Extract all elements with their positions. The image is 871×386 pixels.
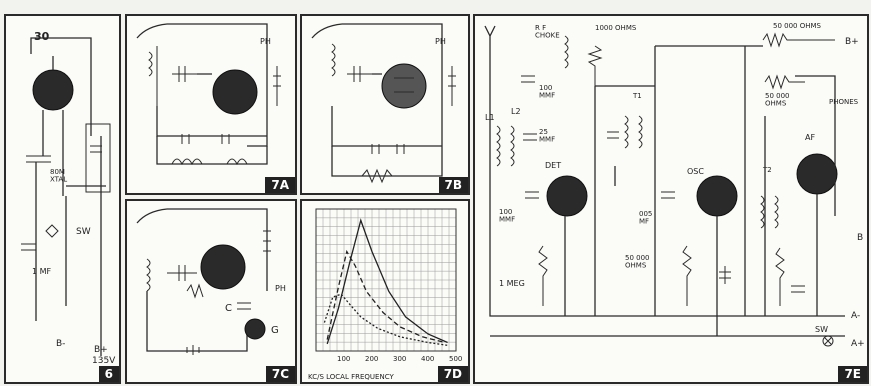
chart-series-line-1 (326, 218, 448, 345)
r1meg-label: 1 MEG (499, 279, 525, 288)
chart-x-tick-label: 400 (421, 355, 434, 363)
chart-frame (315, 208, 457, 352)
b-plus-label: B+ (845, 37, 859, 47)
a-plus-label: A+ (851, 339, 865, 349)
t2-label: T2 (762, 166, 772, 174)
phones-label: PHONES (829, 98, 859, 106)
figure-7a: PH 7A (125, 14, 297, 195)
t1-label: T1 (632, 92, 642, 100)
l1-label: L1 (485, 113, 495, 122)
antenna-symbol (484, 25, 496, 266)
chart-x-tick-label: 100 (337, 355, 350, 363)
figure-6-tag: 6 (98, 366, 119, 382)
fig7c-cap-label: C (225, 303, 232, 314)
fig7c-phones-label: PH (275, 284, 286, 293)
chart-series-line-2 (326, 249, 445, 344)
figure-7c: PH C G 7C (125, 199, 297, 384)
b-minus-label: B- (56, 339, 65, 349)
figure-7e-tag: 7E (838, 366, 867, 382)
chart-grid (315, 208, 457, 352)
figure-7b-schematic: PH (311, 23, 456, 184)
tube-30-label: 30 (34, 30, 50, 43)
fig7b-phones-label: PH (435, 37, 446, 46)
chart-x-axis-label: KC/S LOCAL FREQUENCY (308, 373, 394, 381)
sw-label: SW (815, 325, 828, 334)
figure-7a-schematic: PH (136, 23, 281, 166)
figure-7d-tag: 7D (437, 366, 468, 382)
tube-30-symbol (32, 69, 74, 111)
b-minus-label: B (857, 233, 863, 243)
r1000-label: 1000 OHMS (595, 24, 637, 32)
det-tube (546, 175, 588, 217)
chart-x-tick-label: 200 (365, 355, 378, 363)
figure-7a-tag: 7A (265, 177, 295, 193)
chart-x-ticks: 100 200 300 400 500 (337, 355, 462, 363)
figure-7c-tag: 7C (265, 366, 295, 382)
l2-label: L2 (511, 107, 521, 116)
chart-series-line-3 (323, 293, 448, 346)
fig7c-gauge (244, 318, 266, 340)
cap-1mf-label: 1 MF (32, 267, 52, 276)
b-voltage-label: 135V (92, 356, 116, 366)
b-plus-label: B+ (94, 345, 108, 355)
osc-tube (696, 175, 738, 217)
af-label: AF (805, 133, 815, 142)
chart-x-tick-label: 300 (393, 355, 406, 363)
figure-7b: PH 7B (300, 14, 470, 195)
fig7c-gauge-label: G (271, 325, 279, 336)
figure-7d: 100 200 300 400 500 KC/S LOCAL FREQUENCY 7D (300, 199, 470, 384)
a-minus-label: A- (851, 311, 860, 321)
figure-7b-tag: 7B (438, 177, 468, 193)
osc-label: OSC (687, 167, 704, 176)
af-tube (796, 153, 838, 195)
chart-x-tick-label: 500 (449, 355, 462, 363)
det-label: DET (545, 161, 561, 170)
fig7b-tube (381, 63, 427, 109)
switch-label: SW (76, 227, 91, 237)
r50000-top-label: 50 000 OHMS (773, 22, 822, 30)
figure-7c-schematic: PH C G (136, 208, 286, 355)
chart-series (323, 218, 448, 346)
fig7a-tube (212, 69, 258, 115)
fig7a-phones-label: PH (260, 37, 271, 46)
fig7c-tube (200, 244, 246, 290)
figure-7d-chart: 100 200 300 400 500 KC/S LOCAL FREQUENCY (308, 208, 462, 381)
